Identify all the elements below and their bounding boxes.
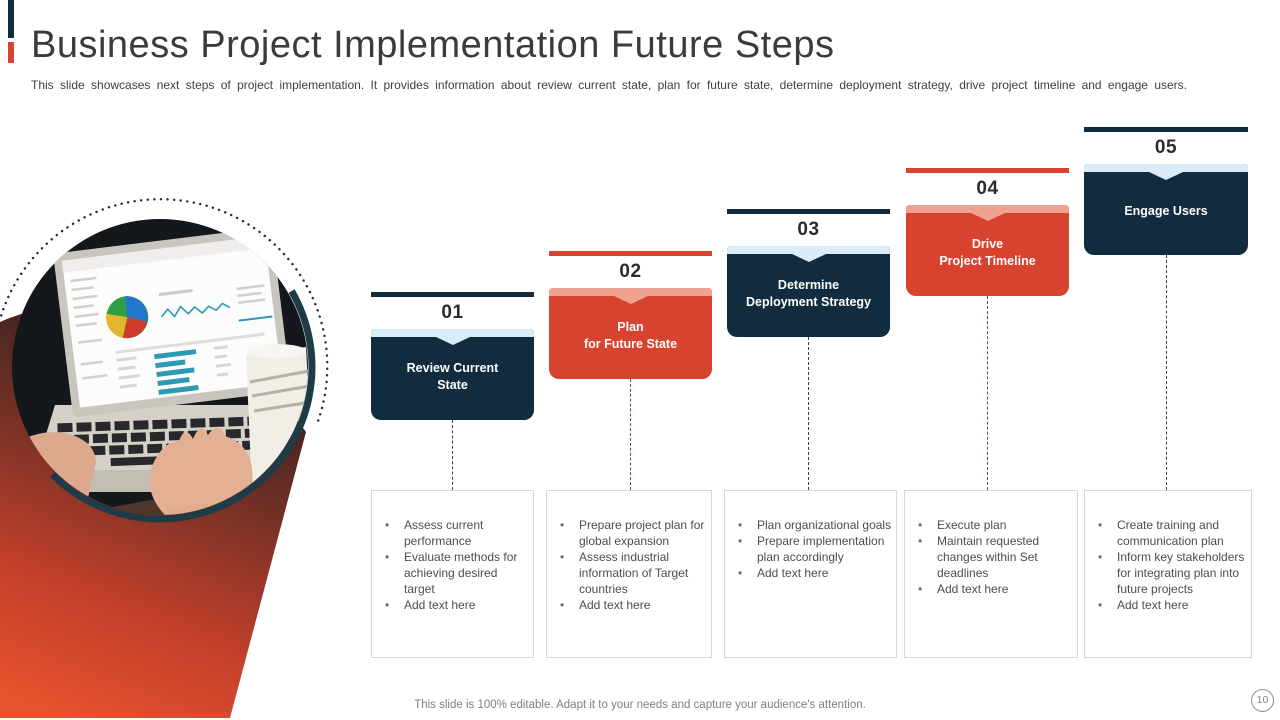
step-3: 03 Determine Deployment Strategy — [727, 209, 890, 490]
step-3-connector — [808, 337, 809, 490]
step-5: 05 Engage Users — [1084, 127, 1248, 490]
step-2-box: Plan for Future State — [549, 288, 712, 379]
step-5-strip — [1084, 164, 1248, 172]
step-1: 01 Review Current State — [371, 292, 534, 490]
step-4-box: Drive Project Timeline — [906, 205, 1069, 296]
footer-note: This slide is 100% editable. Adapt it to… — [414, 699, 866, 711]
bullet-dot: • — [918, 518, 923, 532]
step-1-connector — [452, 420, 453, 490]
bullet-dot: • — [918, 534, 923, 548]
page-subtitle: This slide showcases next steps of proje… — [31, 78, 1187, 92]
teal-arc — [50, 289, 316, 523]
step-1-label: Review Current State — [406, 360, 499, 392]
bullet-dot: • — [1098, 550, 1103, 564]
bullet-dot: • — [560, 518, 565, 532]
step-5-number: 05 — [1154, 137, 1178, 158]
bullet-item: •Add text here — [915, 581, 1073, 597]
bullet-dot: • — [385, 550, 390, 564]
step-3-strip — [727, 246, 890, 254]
step-3-box: Determine Deployment Strategy — [727, 246, 890, 337]
step-5-connector — [1165, 255, 1167, 490]
step-2-number: 02 — [619, 261, 642, 282]
bullet-dot: • — [738, 534, 743, 548]
step-4-connector — [987, 296, 988, 490]
bullet-item: •Create training and communication plan — [1095, 517, 1247, 549]
bullet-dot: • — [560, 598, 565, 612]
dotted-arc — [0, 198, 329, 423]
bullet-item: •Add text here — [382, 597, 529, 613]
bullet-item: •Prepare implementation plan accordingly — [735, 533, 892, 565]
step-5-top-bar — [1084, 127, 1248, 132]
bullet-dot: • — [738, 566, 743, 580]
title-accent-navy-bar — [8, 0, 14, 38]
step-5-box: Engage Users — [1084, 164, 1248, 255]
note-box-5: •Create training and communication plan … — [1084, 490, 1252, 658]
step-2-label: Plan for Future State — [583, 319, 678, 351]
laptop-analytics-illustration — [0, 198, 329, 718]
bullet-item: •Add text here — [1095, 597, 1247, 613]
bullet-dot: • — [385, 598, 390, 612]
step-4: 04 Drive Project Timeline — [906, 168, 1069, 490]
step-2-top-bar — [549, 251, 712, 256]
bullet-item: •Execute plan — [915, 517, 1073, 533]
bullet-dot: • — [385, 518, 390, 532]
bullet-dot: • — [560, 550, 565, 564]
title-accent-red-bar — [8, 42, 14, 63]
step-4-label: Drive Project Timeline — [939, 236, 1036, 268]
bullet-dot: • — [1098, 598, 1103, 612]
step-4-top-bar — [906, 168, 1069, 173]
step-1-number: 01 — [441, 302, 464, 323]
step-3-number: 03 — [797, 219, 820, 240]
step-4-number: 04 — [976, 178, 999, 199]
bullet-item: •Add text here — [557, 597, 707, 613]
bullet-item: •Evaluate methods for achieving desired … — [382, 549, 529, 597]
bullet-dot: • — [738, 518, 743, 532]
bullet-item: •Plan organizational goals — [735, 517, 892, 533]
note-box-2: •Prepare project plan for global expansi… — [546, 490, 712, 658]
bullet-item: •Prepare project plan for global expansi… — [557, 517, 707, 549]
bullet-dot: • — [1098, 518, 1103, 532]
step-1-strip — [371, 329, 534, 337]
bullet-item: •Maintain requested changes within Set d… — [915, 533, 1073, 581]
bullet-item: •Add text here — [735, 565, 892, 581]
step-3-label: Determine Deployment Strategy — [745, 277, 872, 309]
step-3-top-bar — [727, 209, 890, 214]
bullet-item: •Assess current performance — [382, 517, 529, 549]
step-2: 02 Plan for Future State — [549, 251, 712, 490]
bullet-item: •Assess industrial information of Target… — [557, 549, 707, 597]
step-1-box: Review Current State — [371, 329, 534, 420]
step-2-connector — [630, 379, 631, 490]
step-2-strip — [549, 288, 712, 296]
page-number-badge: 10 — [1251, 689, 1274, 712]
page-title: Business Project Implementation Future S… — [31, 24, 835, 66]
note-box-1: •Assess current performance •Evaluate me… — [371, 490, 534, 658]
bullet-dot: • — [918, 582, 923, 596]
bullet-item: •Inform key stakeholders for integrating… — [1095, 549, 1247, 597]
note-box-4: •Execute plan •Maintain requested change… — [904, 490, 1078, 658]
step-4-strip — [906, 205, 1069, 213]
note-box-3: •Plan organizational goals •Prepare impl… — [724, 490, 897, 658]
step-1-top-bar — [371, 292, 534, 297]
step-5-label: Engage Users — [1124, 204, 1208, 218]
